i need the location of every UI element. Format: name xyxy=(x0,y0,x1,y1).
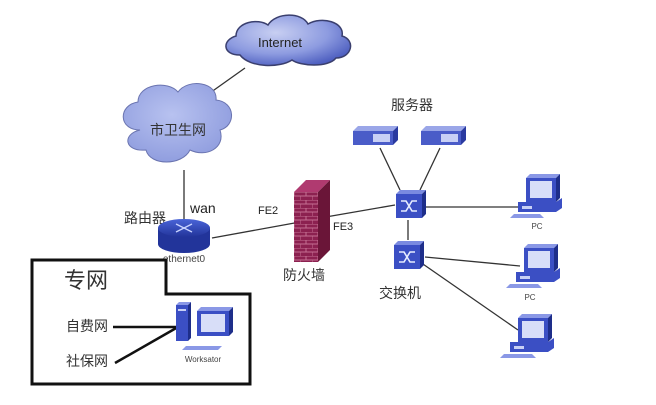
server-group: 服务器 xyxy=(353,98,466,145)
link-firewall-switch xyxy=(319,204,396,219)
firewall-icon: 防火墙 xyxy=(283,180,330,284)
link-server1-switch xyxy=(379,147,401,191)
internet-label: Internet xyxy=(258,35,302,50)
switch-group: 交换机 xyxy=(379,190,426,302)
workstation-label: Worksator xyxy=(185,355,222,364)
connection-lines xyxy=(183,67,521,331)
switch-label: 交换机 xyxy=(379,285,421,302)
router-icon: 路由器 ethernet0 xyxy=(124,211,210,265)
pc2-label: PC xyxy=(524,293,535,302)
wan-interface-label: wan xyxy=(189,200,216,216)
pc-icon: PC xyxy=(510,174,562,231)
workstation-icon: Worksator xyxy=(176,302,233,364)
pc-icon xyxy=(500,314,554,358)
link-switch2-pc3 xyxy=(419,261,519,331)
private-network-item: 自费网 xyxy=(66,319,108,335)
private-network-box: 专网 自费网 社保网 xyxy=(30,258,252,386)
private-network-item: 社保网 xyxy=(66,354,108,370)
city-health-network-cloud: 市卫生网 xyxy=(122,83,232,163)
fe3-interface-label: FE3 xyxy=(333,221,353,233)
fe2-interface-label: FE2 xyxy=(258,205,278,217)
switch-icon xyxy=(396,190,426,218)
server-icon xyxy=(421,126,466,145)
internet-cloud: Internet xyxy=(225,14,352,67)
router-label: 路由器 xyxy=(124,211,166,227)
pc-icon: PC xyxy=(506,244,560,302)
server-icon xyxy=(353,126,398,145)
link-server2-switch xyxy=(419,147,441,191)
firewall-label: 防火墙 xyxy=(283,268,325,284)
city-health-network-label: 市卫生网 xyxy=(150,122,206,139)
link-socialins-workstation xyxy=(114,325,179,365)
servers-label: 服务器 xyxy=(391,98,433,114)
pc1-label: PC xyxy=(531,222,542,231)
private-network-title: 专网 xyxy=(64,269,108,294)
switch-icon xyxy=(394,241,424,269)
link-router-firewall xyxy=(211,221,301,239)
link-switch2-pc2 xyxy=(424,256,521,267)
ethernet0-interface-label: ethernet0 xyxy=(163,254,206,265)
